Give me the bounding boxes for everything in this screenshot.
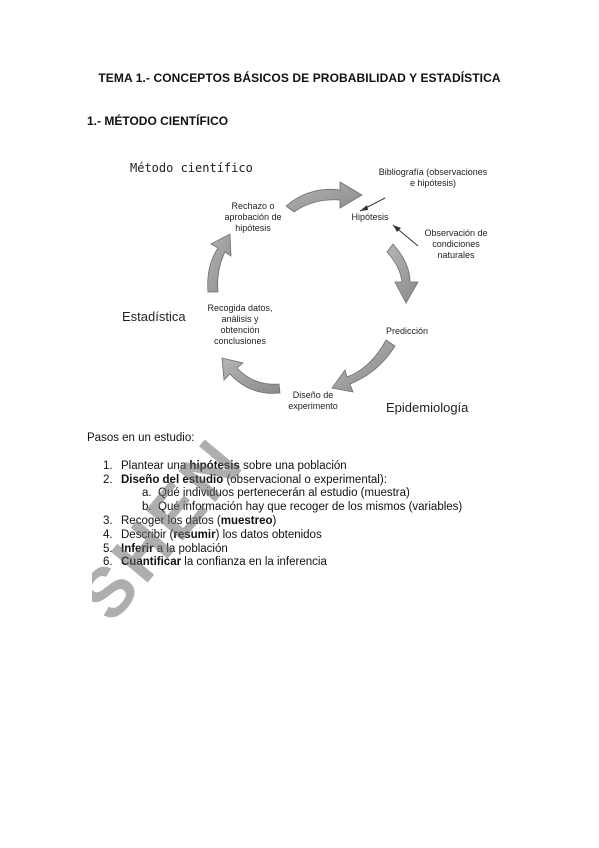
step-item: 1. Plantear una hipótesis sobre una pobl…	[103, 459, 347, 472]
design-label: Diseño de experimento	[288, 390, 338, 411]
reject-label: Rechazo o aprobación de hipótesis	[224, 201, 282, 233]
collect-label: Recogida datos, análisis y obtención con…	[207, 303, 273, 346]
bibliography-arrowhead	[360, 205, 368, 211]
cycle-arrow-bottom-right	[331, 339, 396, 393]
cycle-arrow-top	[285, 181, 363, 213]
cycle-arrow-left	[207, 233, 232, 293]
step-item: 4. Describir (resumir) los datos obtenid…	[103, 528, 322, 541]
epidemiology-area-label: Epidemiología	[386, 400, 469, 415]
observation-arrowhead	[393, 225, 401, 232]
document-title: TEMA 1.- CONCEPTOS BÁSICOS DE PROBABILID…	[98, 71, 501, 85]
cycle-arrow-right	[386, 243, 419, 304]
observation-label: Observación de condiciones naturales	[424, 228, 488, 260]
section-title: 1.- MÉTODO CIENTÍFICO	[87, 114, 229, 128]
steps-intro: Pasos en un estudio:	[87, 432, 195, 444]
substep-item: a. Qué individuos pertenecerán al estudi…	[142, 487, 410, 500]
step-item: 3. Recoger los datos (muestreo)	[103, 514, 277, 527]
statistics-area-label: Estadística	[122, 309, 186, 324]
bibliography-label: Bibliografía (observaciones e hipótesis)	[378, 167, 488, 188]
diagram-title: Método científico	[130, 161, 253, 175]
scientific-method-diagram: Método científico Bibliografía (observac…	[110, 148, 500, 423]
study-steps: Pasos en un estudio: 1. Plantear una hip…	[87, 432, 557, 570]
step-item: 2. Diseño del estudio (observacional o e…	[103, 473, 387, 486]
cycle-arrows	[207, 181, 419, 394]
step-item: 6. Cuantificar la confianza en la infere…	[103, 556, 327, 569]
step-item: 5. Inferir a la población	[103, 542, 228, 555]
hypothesis-label: Hipótesis	[351, 212, 389, 222]
prediction-label: Predicción	[385, 326, 429, 336]
cycle-arrow-bottom-left	[221, 357, 281, 394]
substep-item: b. Qué información hay que recoger de lo…	[142, 501, 463, 514]
